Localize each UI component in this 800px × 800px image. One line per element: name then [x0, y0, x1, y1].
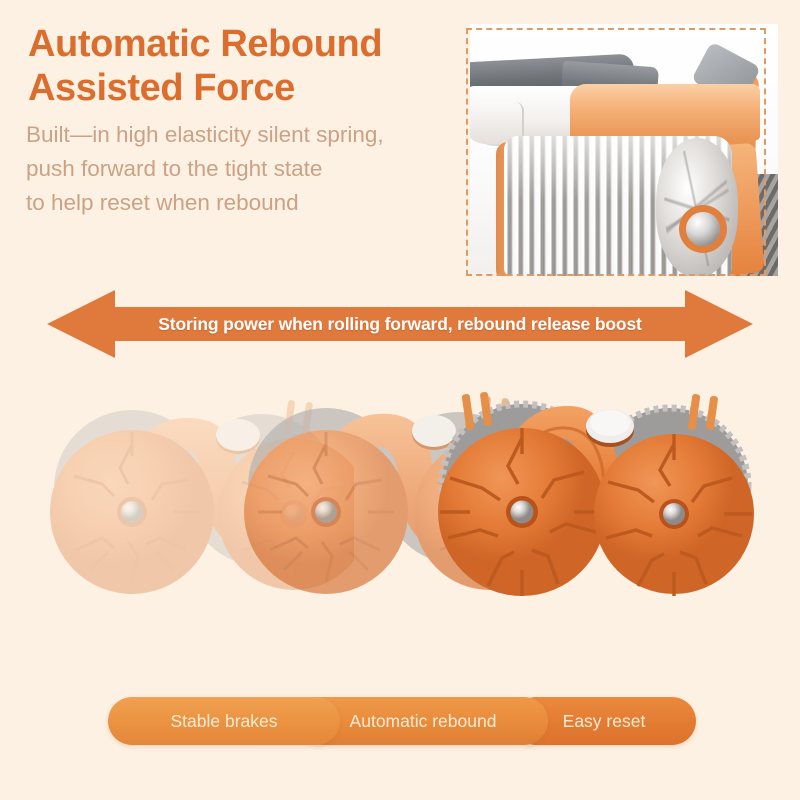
feature-pill-label: Stable brakes	[170, 710, 278, 731]
double-arrow-icon	[47, 290, 753, 358]
roller-solid	[418, 372, 754, 640]
photo-orange-cover	[570, 84, 760, 140]
rebound-arrow-banner: Storing power when rolling forward, rebo…	[40, 286, 760, 362]
arrow-banner-label: Storing power when rolling forward, rebo…	[158, 313, 642, 334]
photo-coil-end-cap	[656, 138, 738, 276]
coil-end-web	[664, 146, 730, 270]
page-title: Automatic Rebound Assisted Force	[28, 23, 383, 110]
feature-pill-stable-brakes[interactable]: Stable brakes	[108, 697, 340, 745]
photo-axle-ball	[686, 212, 720, 246]
spring-closeup-photo	[470, 24, 778, 276]
page-subcopy: Built—in high elasticity silent spring, …	[26, 122, 384, 216]
feature-pill-label: Automatic rebound	[349, 710, 497, 731]
feature-pill-group: Stable brakes Automatic rebound Easy res…	[108, 697, 696, 745]
product-motion-sequence	[0, 372, 800, 640]
photo-dashed-frame	[466, 28, 766, 276]
feature-pill-label: Easy reset	[562, 710, 646, 731]
